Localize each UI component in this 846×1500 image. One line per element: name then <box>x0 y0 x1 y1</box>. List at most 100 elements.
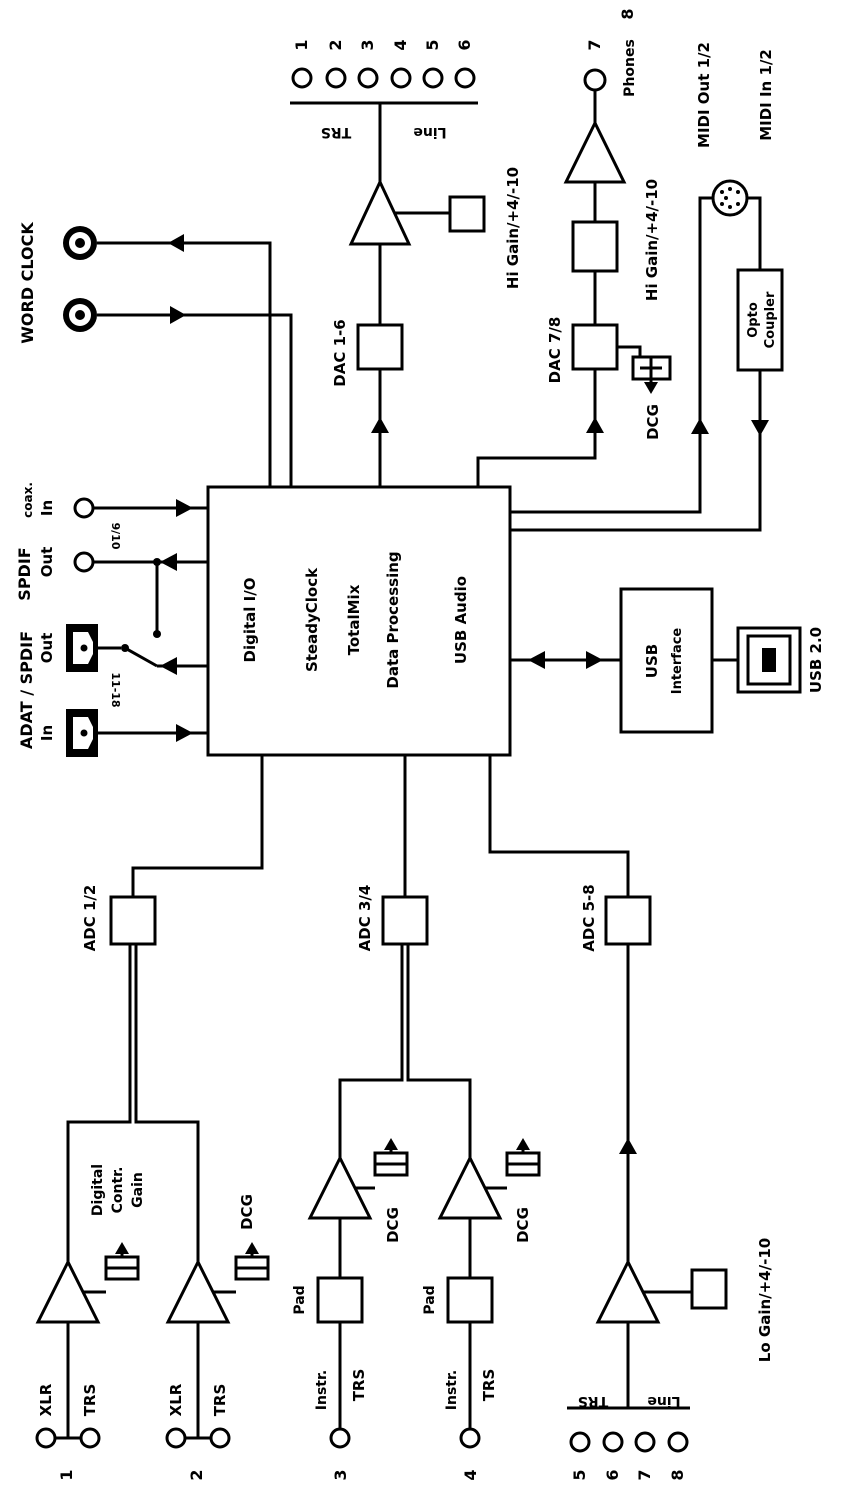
spdif-coax-sub: coax. <box>21 482 35 518</box>
spdif-coax-in-jack <box>73 497 95 519</box>
input1-trs-label: TRS <box>81 1384 99 1417</box>
input1-trs-jack <box>79 1427 101 1449</box>
arrow-left-icon <box>528 651 545 669</box>
dac16-channel-6: 6 <box>455 39 474 50</box>
arrow-right-icon <box>170 306 186 324</box>
input3-number: 3 <box>331 1469 350 1480</box>
input1-xlr-label: XLR <box>37 1383 55 1416</box>
adc12-dcg-icon <box>234 1242 270 1281</box>
adc12-digital-label: Digital <box>90 1164 106 1216</box>
core-label-steadyclock: SteadyClock <box>303 567 321 672</box>
dac16-channel-1: 1 <box>292 39 311 50</box>
usb-interface-block <box>619 587 714 734</box>
midi-in-label: MIDI In 1/2 <box>757 49 775 141</box>
arrow-left-icon <box>160 657 177 675</box>
adat-channels: 11-18 <box>109 672 122 707</box>
bnc-connector-icon <box>63 298 97 332</box>
dac16-amp-icon <box>348 178 412 246</box>
dac78-gain-box <box>571 220 619 273</box>
word-clock-label: WORD CLOCK <box>18 222 37 344</box>
optical-out-connector-icon <box>66 624 98 672</box>
arrow-up-icon <box>586 417 604 433</box>
input3-instr-label: Instr. <box>314 1370 330 1410</box>
spdif-coax-title: SPDIF <box>15 547 34 600</box>
adc58-gain-label: Lo Gain/+4/-10 <box>756 1238 774 1362</box>
core-dsp-block <box>206 485 512 757</box>
input1-xlr-jack <box>35 1427 57 1449</box>
adc12-converter-box <box>109 895 157 946</box>
adc58-converter-box <box>604 895 652 946</box>
arrow-up-icon <box>619 1138 637 1154</box>
adc34-converter-box <box>381 895 429 946</box>
dac16-trs-label: TRS <box>321 124 351 140</box>
input2-xlr-label: XLR <box>167 1383 185 1416</box>
dac78-dcg-icon <box>631 355 672 394</box>
dac78-gain-label: Hi Gain/+4/-10 <box>643 179 661 301</box>
bnc-connector-icon <box>63 226 97 260</box>
dac16-gain-box <box>448 195 486 233</box>
dac78-dcg-label: DCG <box>644 404 662 440</box>
usb-b-port-icon <box>736 626 802 694</box>
adat-out-label: Out <box>38 633 56 664</box>
phones-jack <box>583 68 607 92</box>
arrow-right-icon <box>176 499 193 517</box>
input3-instr-jack <box>329 1427 351 1449</box>
core-label-data-processing: Data Processing <box>384 551 402 688</box>
dac16-channel-4: 4 <box>391 39 410 50</box>
arrow-left-icon <box>168 234 184 252</box>
spdif-coax-channels: 9/10 <box>109 523 122 550</box>
dac78-channel-8: 8 <box>618 8 637 19</box>
adc58-trs-label: TRS <box>578 1393 608 1409</box>
dac16-channel-3: 3 <box>358 39 377 50</box>
adc58-channel-5: 5 <box>570 1469 589 1480</box>
adc58-label: ADC 5-8 <box>580 884 598 951</box>
input4-instr-label: Instr. <box>444 1370 460 1410</box>
adc34-pad1-box <box>316 1276 364 1324</box>
adc34-label: ADC 3/4 <box>356 885 374 952</box>
arrow-left-icon <box>160 553 177 571</box>
midi-out-label: MIDI Out 1/2 <box>695 42 713 148</box>
dac78-channel-7: 7 <box>585 39 604 50</box>
core-label-digital-io: Digital I/O <box>241 578 259 663</box>
input2-number: 2 <box>187 1469 206 1480</box>
adc58-input-jacks <box>569 1431 689 1453</box>
spdif-coax-out-jack <box>73 551 95 573</box>
phones-label: Phones <box>622 39 638 97</box>
adc34-pad2-box <box>446 1276 494 1324</box>
input4-trs-label: TRS <box>480 1369 498 1402</box>
opto-label: Opto <box>746 302 761 338</box>
arrow-right-icon <box>176 724 193 742</box>
dac16-channel-2: 2 <box>326 39 345 50</box>
dac16-gain-label: Hi Gain/+4/-10 <box>504 167 522 289</box>
arrow-right-icon <box>586 651 603 669</box>
arrow-up-icon <box>371 417 389 433</box>
opto-coupler-box <box>736 268 784 372</box>
adc12-digital-gain-icon <box>104 1242 140 1281</box>
adc34-dcg2-icon <box>505 1138 541 1177</box>
dac78-label: DAC 7/8 <box>546 317 564 384</box>
input3-trs-label: TRS <box>350 1369 368 1402</box>
adc58-gain-box <box>690 1268 728 1310</box>
dac16-output-jacks <box>291 67 476 89</box>
adc58-channel-8: 8 <box>668 1469 687 1480</box>
core-labels: Digital I/O SteadyClock TotalMix Data Pr… <box>241 551 470 688</box>
input1-number: 1 <box>57 1469 76 1480</box>
input4-instr-jack <box>459 1427 481 1449</box>
dac16-label: DAC 1-6 <box>331 319 349 386</box>
adc34-dcg2-label: DCG <box>514 1207 532 1243</box>
adc34-dcg1-label: DCG <box>384 1207 402 1243</box>
adc34-dcg1-icon <box>373 1138 409 1177</box>
dac78-amp-icon <box>563 119 627 184</box>
dac16-converter-box <box>356 323 404 371</box>
adat-title: ADAT / SPDIF <box>17 631 36 749</box>
adc58-line-label: Line <box>647 1393 680 1409</box>
adc12-label: ADC 1/2 <box>81 885 99 952</box>
usb-port-label: USB 2.0 <box>807 627 825 693</box>
spdif-coax-in-label: In <box>38 500 56 516</box>
optical-in-connector-icon <box>66 709 98 757</box>
adc34-pad2-label: Pad <box>422 1285 438 1314</box>
dac16-channel-5: 5 <box>423 39 442 50</box>
input2-trs-label: TRS <box>211 1384 229 1417</box>
spdif-coax-out-label: Out <box>38 547 56 578</box>
